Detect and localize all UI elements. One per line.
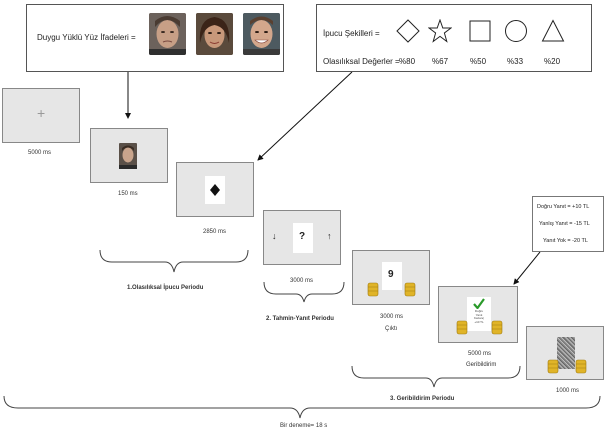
question-mark: ? — [299, 231, 306, 242]
period2-brace — [263, 281, 345, 303]
coin-stack-icon — [491, 320, 503, 335]
feedback-duration: 5000 ms — [468, 351, 492, 357]
coin-stack-icon — [404, 282, 416, 297]
period2-label: 2. Tahmin-Yanıt Periodu — [266, 316, 334, 322]
fixation-duration: 5000 ms — [28, 150, 52, 156]
card-number: 9 — [388, 269, 394, 280]
prob-label: Olasılıksal Değerler = — [323, 57, 400, 66]
shapes-label: İpucu Şekilleri = — [323, 29, 380, 38]
triangle-icon — [541, 19, 565, 42]
cue-duration: 2850 ms — [203, 229, 227, 235]
final-duration: 1000 ms — [556, 388, 580, 394]
circle-icon — [505, 20, 527, 42]
prob-value: %80 — [399, 57, 416, 66]
feedback-card: Doğru Yanıt Kazanç +10 TL — [467, 297, 491, 331]
period3-label: 3. Geribildirim Periodu — [390, 396, 455, 402]
square-icon — [469, 20, 491, 42]
feedback-caption: Geribildirim — [466, 362, 497, 368]
coin-stack-icon — [367, 282, 379, 297]
cue-arrow — [257, 71, 353, 161]
face-image-3 — [243, 13, 280, 55]
face-duration: 150 ms — [118, 191, 138, 197]
feedback-screen: Doğru Yanıt Kazanç +10 TL — [438, 286, 518, 343]
reward-box: Doğru Yanıt = +10 TL Yanlış Yanıt = -15 … — [532, 196, 604, 252]
reward-line: Yanıt Yok = -20 TL — [543, 238, 588, 244]
outcome-duration: 3000 ms — [380, 314, 404, 320]
prob-value: %20 — [544, 57, 561, 66]
cue-box: İpucu Şekilleri = Olasılıksal Değerler =… — [316, 4, 592, 72]
coin-stack-icon — [547, 359, 559, 374]
reward-line: Doğru Yanıt = +10 TL — [537, 204, 590, 210]
coin-stack-icon — [456, 320, 468, 335]
period1-label: 1.Olasılıksal İpucu Periodu — [127, 285, 204, 291]
period3-brace — [351, 365, 521, 388]
cue-screen — [176, 162, 254, 217]
prob-value: %33 — [507, 57, 524, 66]
outcome-screen: 9 — [352, 250, 430, 305]
number-card: 9 — [382, 262, 402, 290]
final-screen — [526, 326, 604, 380]
fixation-screen: + — [2, 88, 80, 143]
reward-arrow — [513, 251, 541, 285]
faces-box: Duygu Yüklü Yüz İfadeleri = — [26, 4, 284, 72]
cue-card — [205, 176, 225, 204]
cue-shape-icon — [210, 184, 220, 196]
star-icon — [428, 19, 452, 43]
guess-card: ? — [293, 223, 313, 253]
outcome-caption: Çıktı — [385, 326, 398, 332]
period1-brace — [99, 249, 249, 273]
guess-screen: ↓ ? ↑ — [263, 210, 341, 265]
face-screen — [90, 128, 168, 183]
face-image-2 — [196, 13, 233, 55]
checkmark-icon — [473, 298, 485, 309]
scrambled-image — [557, 337, 575, 369]
fixation-cross: + — [37, 105, 46, 121]
face-image-1 — [149, 13, 186, 55]
prob-value: %50 — [470, 57, 487, 66]
face-stimulus — [119, 143, 137, 169]
trial-duration-label: Bir deneme= 18 s — [280, 423, 328, 429]
reward-line: Yanlış Yanıt = -15 TL — [539, 221, 590, 227]
up-arrow-option: ↑ — [327, 231, 332, 241]
faces-label: Duygu Yüklü Yüz İfadeleri = — [37, 33, 136, 42]
prob-value: %67 — [432, 57, 449, 66]
trial-brace — [3, 395, 601, 419]
feedback-text: Doğru Yanıt Kazanç +10 TL — [473, 309, 484, 324]
coin-stack-icon — [575, 359, 587, 374]
guess-duration: 3000 ms — [290, 278, 314, 284]
down-arrow-option: ↓ — [272, 231, 277, 241]
diamond-icon — [396, 19, 420, 43]
